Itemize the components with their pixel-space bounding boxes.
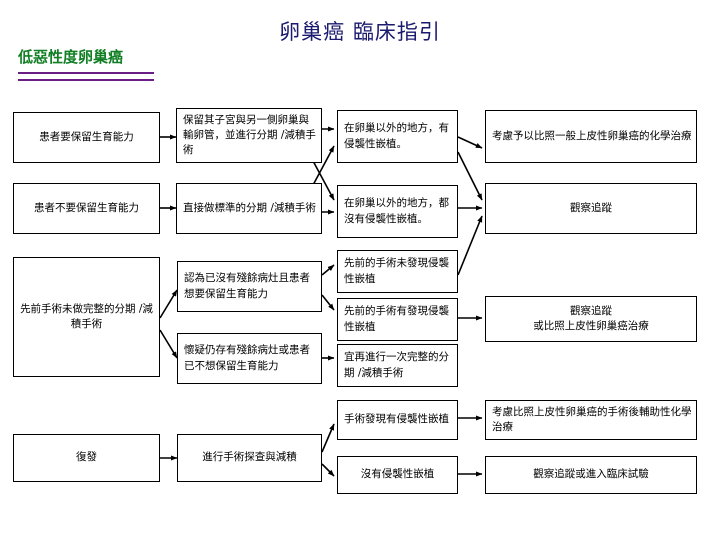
node-box[interactable]: 患者不要保留生育能力: [13, 183, 160, 234]
node-box[interactable]: 觀察追蹤或進入臨床試驗: [485, 456, 697, 494]
node-box[interactable]: 進行手術探查與減積: [177, 434, 322, 482]
node-box[interactable]: 在卵巢以外的地方，都沒有侵襲性嵌植。: [337, 185, 458, 238]
node-box[interactable]: 觀察追蹤: [485, 183, 697, 234]
node-box[interactable]: 沒有侵襲性嵌植: [337, 456, 458, 494]
node-box[interactable]: 認為已沒有殘餘病灶且患者想要保留生育能力: [177, 261, 322, 312]
node-box[interactable]: 先前手術未做完整的分期 /減積手術: [13, 257, 160, 377]
node-box[interactable]: 考慮予以比照一般上皮性卵巢癌的化學治療: [485, 110, 697, 163]
node-box[interactable]: 復發: [13, 434, 160, 482]
node-box[interactable]: 考慮比照上皮性卵巢癌的手術後輔助性化學治療: [485, 400, 697, 440]
node-box[interactable]: 先前的手術未發現侵襲性嵌植: [337, 250, 458, 293]
node-box[interactable]: 懷疑仍存有殘餘病灶或患者已不想保留生育能力: [177, 333, 322, 384]
section-heading-rule: [18, 72, 154, 81]
page-title: 卵巢癌 臨床指引: [279, 20, 441, 44]
node-box[interactable]: 手術發現有侵襲性嵌植: [337, 400, 458, 440]
node-box[interactable]: 在卵巢以外的地方，有侵襲性嵌植。: [337, 110, 458, 163]
node-box[interactable]: 觀察追蹤 或比照上皮性卵巢癌治療: [485, 296, 697, 342]
node-box[interactable]: 直接做標準的分期 /減積手術: [176, 183, 322, 234]
node-box[interactable]: 保留其子宮與另一側卵巢與輸卵管，並進行分期 /減積手術: [176, 108, 322, 163]
section-heading-label: 低惡性度卵巢癌: [18, 48, 124, 66]
node-box[interactable]: 先前的手術有發現侵襲性嵌植: [337, 298, 458, 341]
node-box[interactable]: 宜再進行一次完整的分期 /減積手術: [337, 344, 458, 387]
node-box[interactable]: 患者要保留生育能力: [13, 112, 160, 163]
section-heading: 低惡性度卵巢癌: [18, 46, 154, 81]
